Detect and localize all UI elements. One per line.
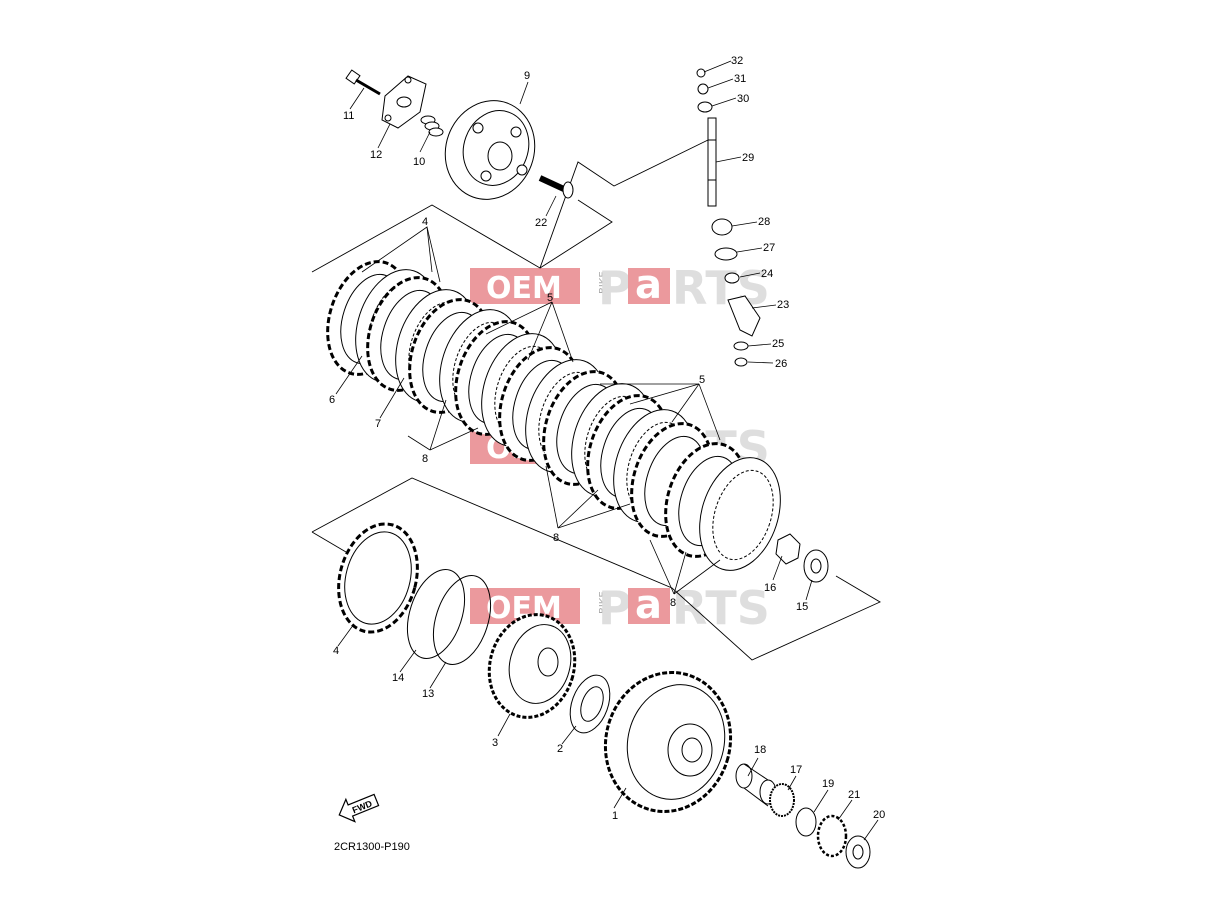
callout-14: 14 — [392, 672, 404, 684]
push-rod-part — [538, 175, 574, 199]
outline-segment — [311, 531, 347, 553]
callout-4b: 4 — [333, 645, 339, 657]
callout-24: 24 — [761, 268, 773, 280]
wire-ring-part — [432, 575, 492, 665]
watermark-p-text: P — [598, 261, 632, 315]
needle-bearing-part — [769, 783, 795, 817]
drawing-code: 2CR1300-P190 — [334, 841, 410, 853]
callout-28: 28 — [758, 216, 770, 228]
clutch-release-group — [696, 68, 761, 367]
clutch-boss-part — [487, 613, 577, 719]
callout-6: 6 — [329, 394, 335, 406]
bearing-part — [711, 218, 733, 236]
pressure-plate-group — [345, 69, 574, 200]
washer-part — [733, 341, 749, 351]
clutch-plate-stack — [326, 260, 781, 571]
callout-26: 26 — [775, 358, 787, 370]
callout-7: 7 — [375, 418, 381, 430]
upper-plate-outline — [311, 139, 709, 273]
callout-23: 23 — [777, 299, 789, 311]
circlip-part — [696, 68, 706, 78]
wire-ring-part — [406, 569, 466, 659]
watermark-a-text: a — [635, 262, 662, 308]
callout-1: 1 — [612, 810, 618, 822]
callout-labels: 1 2 3 4 4 5 5 6 7 8 8 8 9 10 11 12 13 14… — [329, 55, 885, 822]
oil-seal-part — [714, 247, 738, 261]
fwd-arrow-icon: FWD — [338, 793, 380, 823]
callout-27: 27 — [763, 242, 775, 254]
callout-19: 19 — [822, 778, 834, 790]
leader-lines — [335, 60, 879, 841]
callout-30: 30 — [737, 93, 749, 105]
thrust-washer-part — [569, 674, 611, 734]
nut-part — [775, 533, 801, 565]
watermark-rts-text: RTS — [672, 261, 770, 315]
callout-16: 16 — [764, 582, 776, 594]
watermark-rts-text: RTS — [672, 581, 770, 635]
callout-2: 2 — [557, 743, 563, 755]
release-shaft-part — [707, 117, 717, 207]
callout-31: 31 — [734, 73, 746, 85]
oil-pump-gear-part — [816, 814, 848, 858]
callout-5b: 5 — [699, 374, 705, 386]
watermark-bottom: OEM BIKE P a RTS — [470, 581, 770, 635]
callout-11: 11 — [343, 110, 354, 122]
callout-29: 29 — [742, 152, 754, 164]
plate-inner-ring — [712, 469, 774, 561]
nut-part — [697, 101, 713, 113]
watermark-a-text: a — [635, 582, 662, 628]
callout-5a: 5 — [547, 292, 553, 304]
washer-part — [845, 835, 871, 869]
clutch-housing-part — [603, 671, 733, 813]
callout-21: 21 — [848, 789, 860, 801]
callout-4a: 4 — [422, 216, 428, 228]
callout-12: 12 — [370, 149, 382, 161]
bolt-part — [345, 69, 381, 96]
watermark-oem-text: OEM — [486, 271, 562, 306]
callout-8b: 8 — [553, 532, 559, 544]
watermark-p-text: P — [598, 581, 632, 635]
callout-18: 18 — [754, 744, 766, 756]
friction-plate-part — [337, 522, 419, 634]
release-lever-part — [727, 295, 761, 337]
callout-15: 15 — [796, 601, 808, 613]
watermark-top: OEM BIKE P a RTS — [470, 261, 770, 315]
washer-part — [803, 549, 829, 583]
pressure-plate-part — [444, 100, 536, 200]
spacer-part — [735, 763, 777, 807]
callout-22: 22 — [535, 217, 547, 229]
spring-part — [420, 115, 444, 137]
assembly-outlines — [311, 139, 881, 661]
callout-17: 17 — [790, 764, 802, 776]
callout-32: 32 — [731, 55, 743, 67]
callout-8c: 8 — [670, 597, 676, 609]
callout-9: 9 — [524, 70, 530, 82]
lower-assembly-outline — [311, 477, 881, 661]
washer-part — [697, 83, 709, 95]
callout-25: 25 — [772, 338, 784, 350]
callout-3: 3 — [492, 737, 498, 749]
oring-part — [724, 272, 740, 284]
circlip-part — [734, 357, 748, 367]
callout-13: 13 — [422, 688, 434, 700]
pressure-plate-outline — [539, 199, 613, 269]
watermark-bike-text: BIKE — [598, 591, 609, 614]
watermark-bike-text: BIKE — [598, 271, 609, 294]
callout-10: 10 — [413, 156, 425, 168]
lower-clutch-group — [337, 522, 871, 869]
callout-8a: 8 — [422, 453, 428, 465]
callout-20: 20 — [873, 809, 885, 821]
circlip-part — [795, 807, 817, 837]
